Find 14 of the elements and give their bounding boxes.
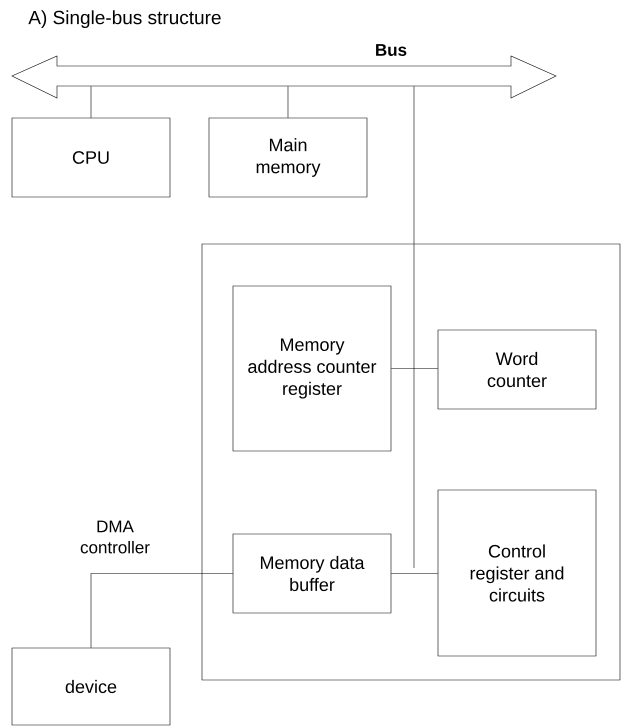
block-box: Memory data buffer (232, 534, 392, 614)
bus-label: Bus (376, 44, 406, 56)
controller-label: DMA controller (80, 520, 150, 554)
title: A) Single-bus structure (28, 10, 221, 28)
connector-line (391, 573, 438, 574)
block-box: Word counter (438, 330, 596, 410)
connector-line (90, 573, 233, 648)
block-box: Main memory (208, 118, 368, 198)
block-box: Control register and circuits (438, 490, 596, 656)
block-box: device (12, 648, 170, 726)
connector-line (90, 86, 92, 118)
block-box: CPU (12, 118, 170, 198)
block-box: Memory address counter register (232, 286, 392, 452)
connector-line (391, 368, 438, 369)
